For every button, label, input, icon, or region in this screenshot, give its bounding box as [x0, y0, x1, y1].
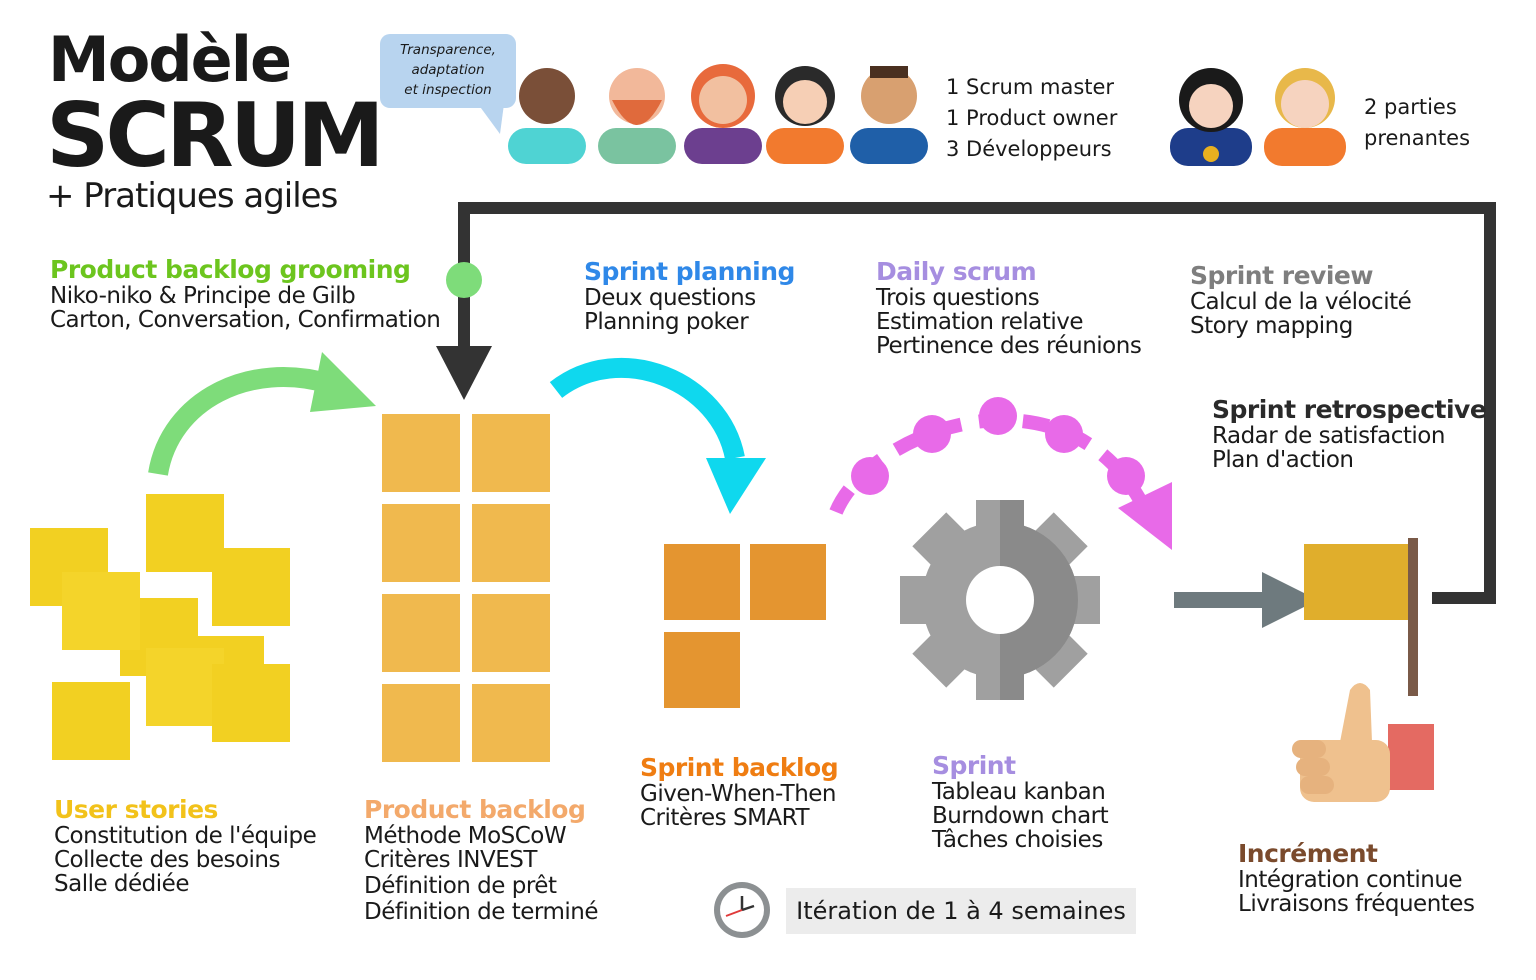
- avatar: [508, 68, 586, 164]
- gear-icon: [900, 500, 1100, 700]
- section-grooming: Product backlog grooming Niko-niko & Pri…: [50, 255, 441, 333]
- section-sprint-review: Sprint review Calcul de la vélocité Stor…: [1190, 261, 1412, 339]
- daily-dots: [851, 397, 1145, 495]
- avatar: [684, 64, 762, 164]
- iteration-label: Itération de 1 à 4 semaines: [786, 888, 1136, 934]
- loop-start-dot: [446, 262, 482, 298]
- sprint-backlog-notes: [664, 544, 826, 708]
- speech-bubble: Transparence, adaptation et inspection: [380, 34, 516, 108]
- feedback-loop-arrow: [458, 202, 1496, 604]
- section-sprint-backlog: Sprint backlog Given-When-Then Critères …: [640, 753, 839, 831]
- section-product-backlog: Product backlog Méthode MoSCoW Critères …: [364, 795, 599, 925]
- section-sprint-planning: Sprint planning Deux questions Planning …: [584, 257, 795, 335]
- avatar: [850, 66, 928, 164]
- cyan-arrow: [549, 357, 745, 461]
- flag-icon: [1304, 538, 1418, 696]
- title-line3: + Pratiques agiles: [46, 176, 338, 216]
- team-composition: 1 Scrum master 1 Product owner 3 Dévelop…: [946, 75, 1118, 161]
- section-sprint-retrospective: Sprint retrospective Radar de satisfacti…: [1212, 395, 1487, 473]
- user-stories-notes: [30, 494, 290, 760]
- clock-icon: [714, 882, 770, 938]
- feedback-arrowhead: [436, 346, 492, 400]
- section-increment: Incrément Intégration continue Livraison…: [1238, 839, 1475, 917]
- title-line2: SCRUM: [46, 84, 385, 187]
- stakeholder-avatars: [1170, 68, 1346, 166]
- product-backlog-notes: [382, 414, 550, 762]
- thumbs-up-icon: [1292, 683, 1434, 802]
- avatar: [598, 68, 676, 164]
- section-sprint: Sprint Tableau kanban Burndown chart Tâc…: [932, 751, 1109, 853]
- avatar: [766, 66, 844, 164]
- section-user-stories: User stories Constitution de l'équipe Co…: [54, 795, 317, 897]
- section-daily-scrum: Daily scrum Trois questions Estimation r…: [876, 257, 1142, 359]
- stakeholders-label: 2 parties prenantes: [1364, 95, 1471, 150]
- avatar: [1170, 68, 1252, 166]
- green-arrow: [148, 367, 333, 476]
- gray-arrow: [1174, 592, 1264, 608]
- title-line1: Modèle: [48, 23, 292, 96]
- team-avatars: [508, 64, 928, 164]
- avatar: [1264, 68, 1346, 166]
